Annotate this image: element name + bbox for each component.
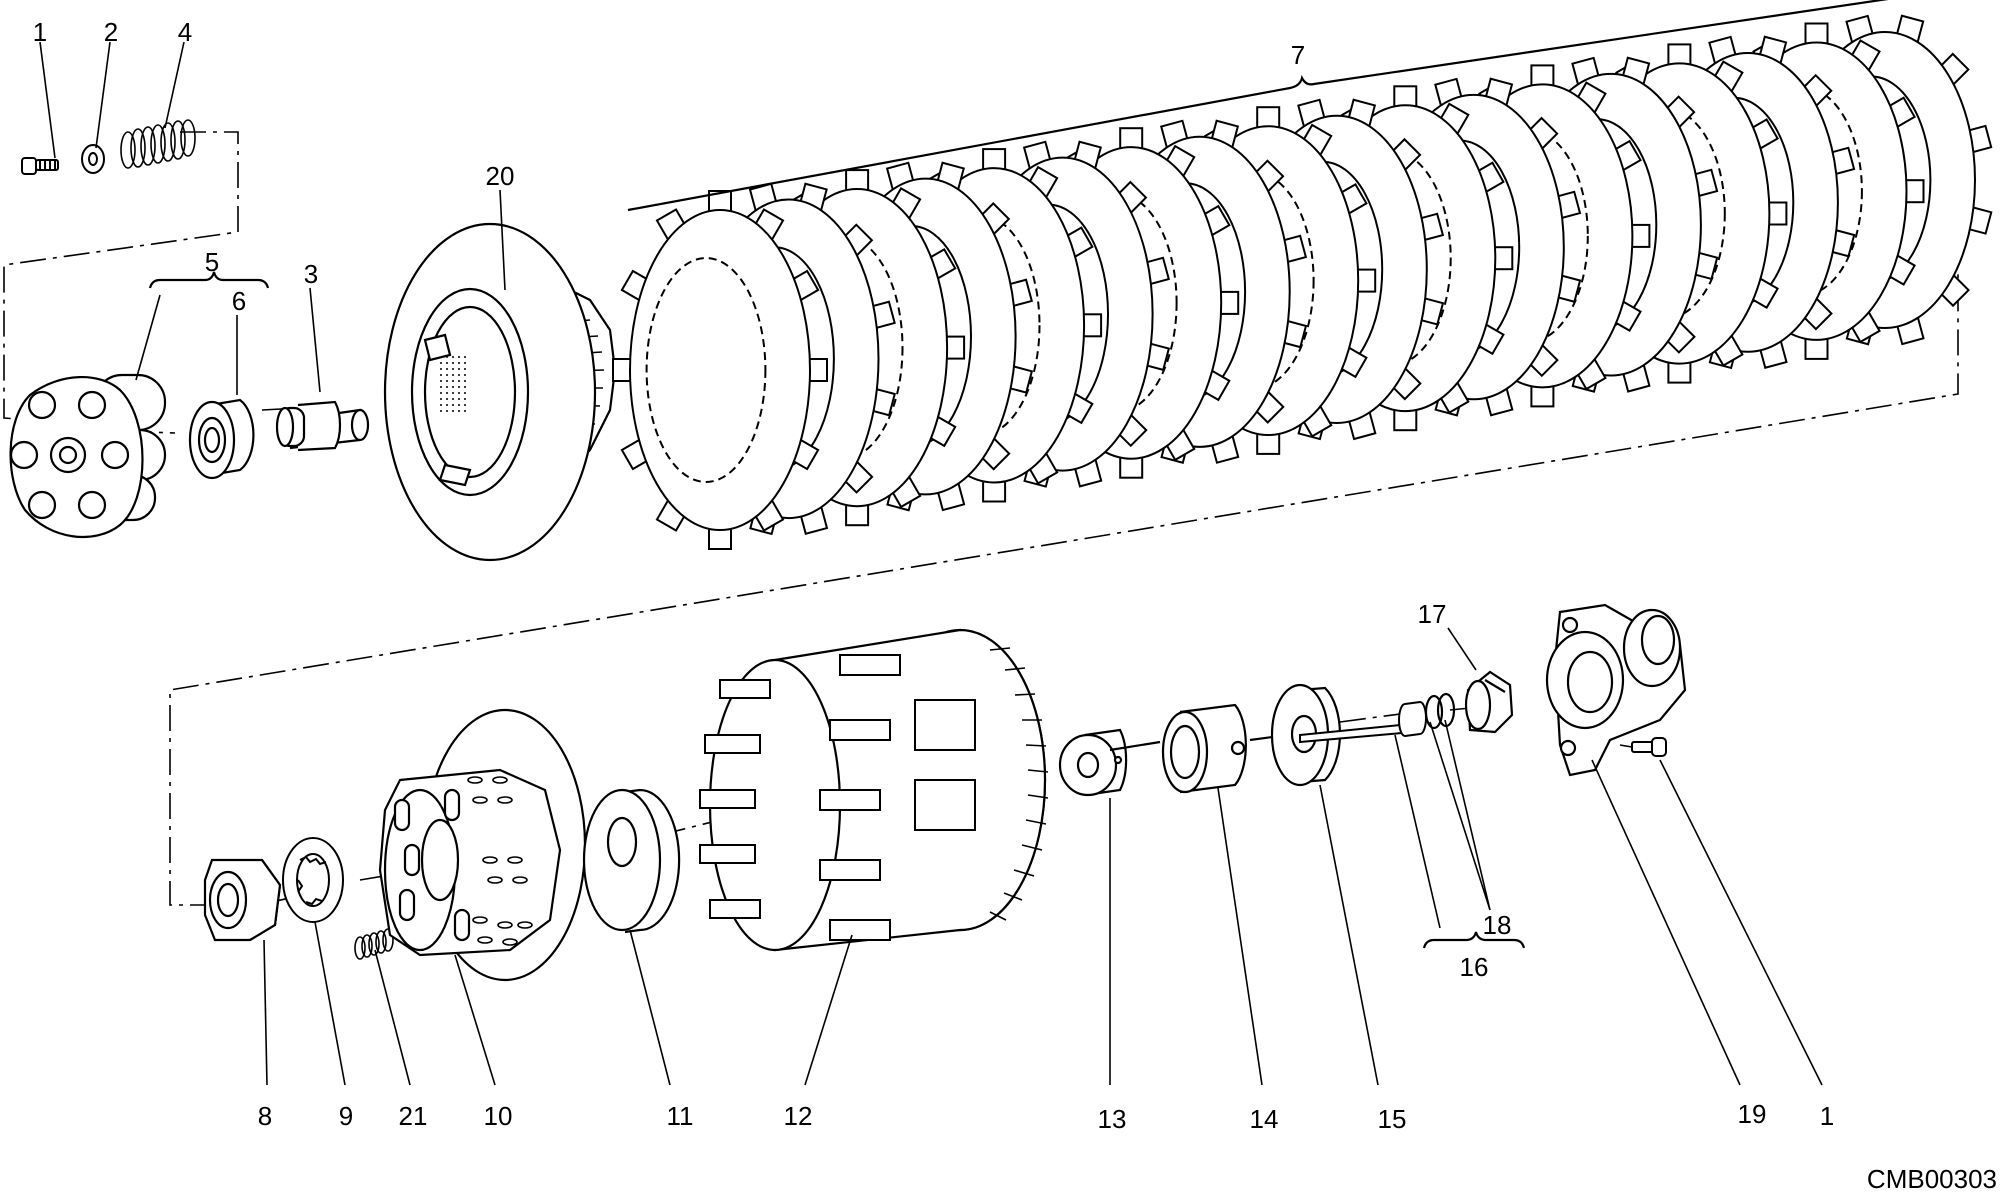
callout-7-plate-stack: 7 [1290, 40, 1306, 70]
pushrod-part-16 [1299, 700, 1427, 744]
spring-part-4 [120, 119, 196, 169]
callout-13-bush: 13 [1097, 1104, 1127, 1134]
pushrod-part-3 [275, 400, 370, 452]
bearing-part-6 [188, 398, 255, 480]
callout-1-bolt-bottom: 1 [1819, 1101, 1835, 1131]
callout-6-bearing: 6 [231, 286, 247, 316]
slave-cylinder-part-19 [1545, 603, 1687, 777]
leader-lines [39, 41, 1823, 1086]
group-brackets [148, 0, 1889, 949]
pressure-plate-part-5 [9, 373, 167, 539]
callout-3-pushrod: 3 [303, 259, 319, 289]
plate-inner-splines [645, 257, 767, 483]
clutch-drum-part-20 [383, 222, 617, 562]
friction-plate [612, 190, 828, 550]
washer-part-9 [282, 837, 344, 923]
washer-part-2 [81, 144, 105, 174]
callout-19-slave-cylinder: 19 [1737, 1099, 1767, 1129]
bush-part-14 [1161, 703, 1281, 794]
bolt-part-1-top [21, 157, 59, 175]
callout-1-bolt-top: 1 [32, 17, 48, 47]
callout-10-inner-hub: 10 [483, 1101, 513, 1131]
inner-hub-part-10 [378, 708, 587, 982]
callout-18-o-ring: 18 [1482, 910, 1512, 940]
callout-20-drum: 20 [485, 161, 515, 191]
callout-17-piston: 17 [1417, 599, 1447, 629]
clutch-basket-part-12 [699, 628, 1049, 952]
callout-16-pushrod: 16 [1459, 952, 1489, 982]
callout-8-nut: 8 [257, 1101, 273, 1131]
nut-part-8 [203, 858, 282, 942]
callout-2-washer: 2 [103, 17, 119, 47]
callout-12-basket: 12 [783, 1101, 813, 1131]
bolt-part-1-bottom [1631, 737, 1667, 757]
callout-5-pressure-plate: 5 [204, 247, 220, 277]
callout-9-washer: 9 [338, 1101, 354, 1131]
callout-15-washer: 15 [1377, 1104, 1407, 1134]
piston-part-17 [1464, 670, 1514, 734]
thrust-washer-part-11 [582, 788, 681, 934]
drawing-code: CMB00303 [1866, 1164, 1997, 1194]
callout-11-thrust-washer: 11 [666, 1101, 694, 1131]
callout-4-spring: 4 [177, 17, 193, 47]
spring-part-21 [354, 928, 394, 960]
bush-part-13 [1058, 728, 1161, 797]
callout-14-bush: 14 [1249, 1104, 1279, 1134]
callout-21-spring: 21 [398, 1101, 428, 1131]
clutch-plate-stack-part-7 [612, 14, 1993, 550]
